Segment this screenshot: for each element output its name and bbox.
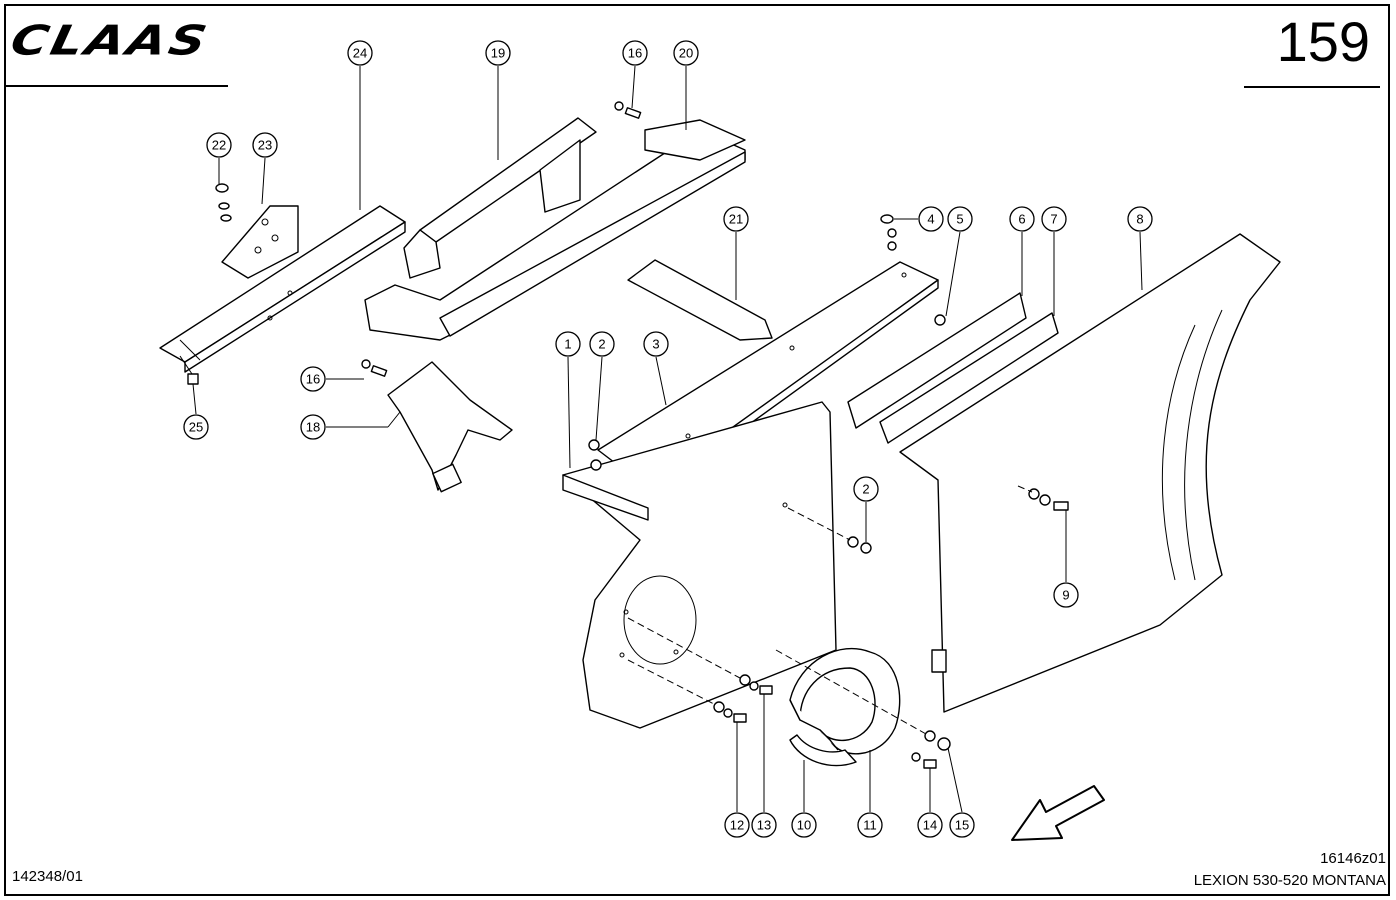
part-16-bolt-lower	[361, 359, 388, 377]
callout-13: 13	[751, 812, 777, 838]
svg-text:6: 6	[1018, 212, 1025, 227]
svg-text:20: 20	[679, 46, 693, 61]
callout-1: 1	[555, 331, 581, 357]
callout-12: 12	[724, 812, 750, 838]
svg-text:21: 21	[729, 212, 743, 227]
part-8-side-cover	[899, 233, 1281, 713]
page-number-underline	[1244, 86, 1380, 88]
callout-14: 14	[917, 812, 943, 838]
part-21-bracket	[627, 259, 773, 341]
machine-model: LEXION 530-520 MONTANA	[1193, 872, 1386, 889]
part-24-rail	[159, 205, 406, 373]
part-11-step	[789, 647, 901, 755]
callout-6: 6	[1009, 206, 1035, 232]
callout-24: 24	[347, 40, 373, 66]
part-6-channel	[847, 292, 1027, 429]
svg-text:2: 2	[862, 482, 869, 497]
svg-text:19: 19	[491, 46, 505, 61]
page-number: 159	[1276, 10, 1370, 73]
part-22-bolt	[215, 183, 232, 222]
svg-text:1: 1	[564, 337, 571, 352]
drawing-code: 16146z01	[1320, 850, 1386, 867]
svg-text:3: 3	[652, 337, 659, 352]
callout-4: 4	[918, 206, 944, 232]
part-5-nut	[934, 314, 946, 326]
part-2-nut	[787, 507, 872, 554]
part-9-bolt	[1017, 485, 1069, 511]
part-12-13-hardware	[627, 617, 773, 723]
callout-23: 23	[252, 132, 278, 158]
part-1-side-panel	[562, 401, 837, 729]
svg-text:18: 18	[306, 420, 320, 435]
part-7-channel	[879, 312, 1059, 444]
svg-text:11: 11	[863, 818, 877, 833]
svg-text:5: 5	[956, 212, 963, 227]
callout-11: 11	[857, 812, 883, 838]
svg-text:7: 7	[1050, 212, 1057, 227]
callout-2-upper: 2	[589, 331, 615, 357]
document-id: 142348/01	[12, 868, 83, 885]
part-4-screw	[880, 214, 897, 251]
callout-22: 22	[206, 132, 232, 158]
svg-text:15: 15	[955, 818, 969, 833]
svg-text:23: 23	[258, 138, 272, 153]
part-14-15-hardware	[775, 649, 951, 769]
callout-5: 5	[947, 206, 973, 232]
part-18-bracket	[387, 361, 513, 493]
svg-text:16: 16	[306, 372, 320, 387]
part-20-beam	[364, 119, 746, 341]
page-frame	[4, 4, 1390, 896]
callout-16-lower: 16	[300, 366, 326, 392]
callout-18: 18	[300, 414, 326, 440]
svg-text:12: 12	[730, 818, 744, 833]
part-23-bracket	[221, 205, 299, 279]
callout-10: 10	[791, 812, 817, 838]
svg-text:25: 25	[189, 420, 203, 435]
direction-arrow-icon	[1011, 785, 1105, 841]
callout-19: 19	[485, 40, 511, 66]
svg-text:9: 9	[1062, 588, 1069, 603]
svg-text:2: 2	[598, 337, 605, 352]
callout-2-lower: 2	[853, 476, 879, 502]
svg-text:10: 10	[797, 818, 811, 833]
svg-text:14: 14	[923, 818, 937, 833]
svg-text:24: 24	[353, 46, 367, 61]
svg-text:13: 13	[757, 818, 771, 833]
svg-text:16: 16	[628, 46, 642, 61]
callout-15: 15	[949, 812, 975, 838]
callout-7: 7	[1041, 206, 1067, 232]
callout-21: 21	[723, 206, 749, 232]
part-19-bracket	[403, 117, 597, 279]
callout-8: 8	[1127, 206, 1153, 232]
svg-text:4: 4	[927, 212, 934, 227]
callout-leaders	[192, 65, 1143, 813]
svg-text:22: 22	[212, 138, 226, 153]
callout-3: 3	[643, 331, 669, 357]
svg-text:8: 8	[1136, 212, 1143, 227]
callout-9: 9	[1053, 582, 1079, 608]
callout-25: 25	[183, 414, 209, 440]
logo-underline	[6, 85, 228, 87]
part-16-bolt-upper	[614, 101, 642, 119]
callout-20: 20	[673, 40, 699, 66]
callout-16-upper: 16	[622, 40, 648, 66]
part-10-bracket	[789, 734, 857, 767]
part-2-nut-upper	[588, 439, 602, 471]
